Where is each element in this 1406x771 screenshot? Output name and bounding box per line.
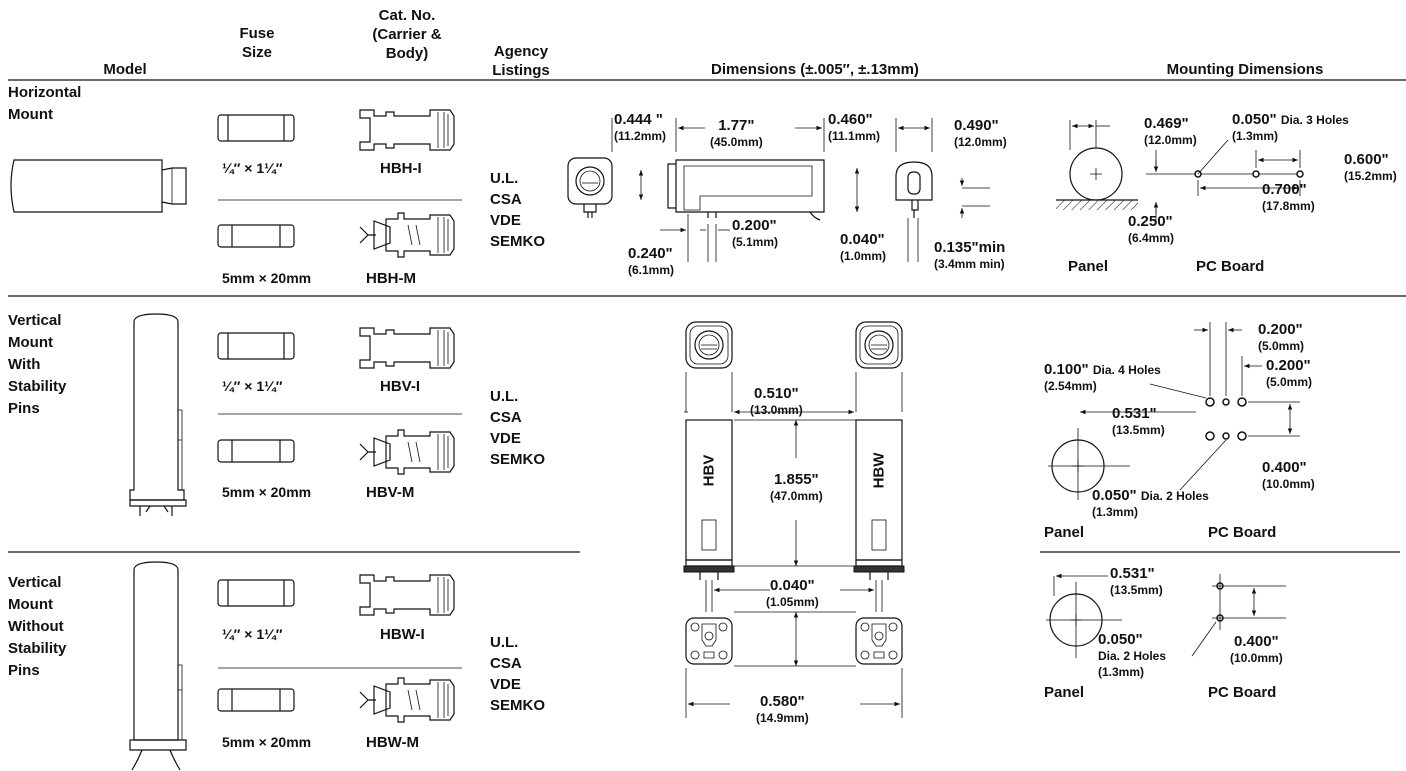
- label-pc-board: PC Board: [1208, 684, 1277, 701]
- fuse-size-a: ¼″ × 1¼″: [222, 160, 283, 176]
- mount-hole-2-b: 0.050"Dia. 2 Holes(1.3mm): [1098, 631, 1167, 680]
- dim-1855: 1.855"(47.0mm): [770, 471, 823, 504]
- horizontal-mounting-drawing: [1056, 120, 1304, 220]
- mount-0531: 0.531"(13.5mm): [1112, 405, 1165, 438]
- dim-0200: 0.200"(5.1mm): [732, 217, 779, 250]
- cat-hbh-i: HBH-I: [380, 160, 422, 177]
- carrier-hbh-i-icon: [359, 109, 455, 151]
- vertical-holder-without-pins-drawing: [129, 561, 187, 771]
- vertical-mounting-without-pins-drawing: [1046, 573, 1286, 658]
- body-label-hbw: HBW: [870, 452, 888, 488]
- mount-0200-top: 0.200"(5.0mm): [1258, 321, 1305, 354]
- mount-0469: 0.469"(12.0mm): [1144, 115, 1197, 148]
- label-pc-board: PC Board: [1196, 258, 1265, 275]
- dim-0040-vert: 0.040"(1.05mm): [766, 577, 819, 610]
- mount-hole-3: 0.050" Dia. 3 Holes(1.3mm): [1232, 111, 1349, 144]
- cat-hbv-i: HBV-I: [380, 378, 421, 395]
- dim-0460: 0.460"(11.1mm): [828, 111, 881, 144]
- vertical-holder-with-pins-drawing: [129, 313, 187, 516]
- fuse-size-a: ¼″ × 1¼″: [222, 626, 283, 642]
- header-mounting: Mounting Dimensions: [1166, 61, 1324, 78]
- header-cat-no: Cat. No.(Carrier &Body): [372, 7, 442, 62]
- carrier-hbh-m-icon: [359, 212, 455, 258]
- carrier-hbw-i-icon: [359, 574, 455, 616]
- mount-0200-right: 0.200"(5.0mm): [1266, 357, 1313, 390]
- header-dimensions: Dimensions (±.005″, ±.13mm): [711, 61, 919, 78]
- cat-hbw-m: HBW-M: [366, 734, 420, 751]
- label-panel: Panel: [1068, 258, 1109, 275]
- fuse-quarter-inch-icon: [217, 579, 295, 607]
- dim-0040: 0.040"(1.0mm): [840, 231, 887, 264]
- fuse-quarter-inch-icon: [217, 332, 295, 360]
- dim-0444: 0.444 "(11.2mm): [614, 111, 667, 144]
- dim-0510: 0.510"(13.0mm): [750, 385, 803, 418]
- mount-0400: 0.400"(10.0mm): [1262, 459, 1315, 492]
- cat-hbh-m: HBH-M: [366, 270, 416, 287]
- mount-0400-b: 0.400"(10.0mm): [1230, 633, 1283, 666]
- mount-0531-b: 0.531"(13.5mm): [1110, 565, 1163, 598]
- fuse-5mm-icon: [217, 439, 295, 463]
- label-pc-board: PC Board: [1208, 524, 1277, 541]
- mount-hole-2: 0.050" Dia. 2 Holes(1.3mm): [1092, 487, 1209, 520]
- fuse-size-b: 5mm × 20mm: [222, 734, 312, 750]
- vertical-dimension-drawing: [683, 321, 905, 718]
- carrier-hbv-m-icon: [359, 429, 455, 475]
- header-model: Model: [103, 61, 147, 78]
- fuse-size-b: 5mm × 20mm: [222, 484, 312, 500]
- mount-0600: 0.600"(15.2mm): [1344, 151, 1397, 184]
- cat-hbw-i: HBW-I: [380, 626, 425, 643]
- label-panel: Panel: [1044, 524, 1085, 541]
- dim-0240: 0.240"(6.1mm): [628, 245, 675, 278]
- dim-0580: 0.580"(14.9mm): [756, 693, 809, 726]
- cat-hbv-m: HBV-M: [366, 484, 415, 501]
- dim-0135: 0.135"min(3.4mm min): [934, 239, 1006, 272]
- carrier-hbv-i-icon: [359, 327, 455, 369]
- fuse-size-a: ¼″ × 1¼″: [222, 378, 283, 394]
- vertical-mounting-with-pins-drawing: [1048, 322, 1300, 500]
- horizontal-dimension-drawing: [567, 118, 990, 262]
- mount-0250: 0.250"(6.4mm): [1128, 213, 1175, 246]
- mount-0700: 0.700"(17.8mm): [1262, 181, 1315, 214]
- carrier-hbw-m-icon: [359, 677, 455, 723]
- dim-177: 1.77"(45.0mm): [710, 117, 763, 150]
- body-label-hbv: HBV: [700, 454, 718, 486]
- horizontal-holder-drawing: [10, 159, 187, 213]
- fuse-size-b: 5mm × 20mm: [222, 270, 312, 286]
- fuse-5mm-icon: [217, 688, 295, 712]
- mount-hole-4: 0.100" Dia. 4 Holes(2.54mm): [1044, 361, 1161, 394]
- label-panel: Panel: [1044, 684, 1085, 701]
- dim-0490: 0.490"(12.0mm): [954, 117, 1007, 150]
- fuse-quarter-inch-icon: [217, 114, 295, 142]
- fuse-5mm-icon: [217, 224, 295, 248]
